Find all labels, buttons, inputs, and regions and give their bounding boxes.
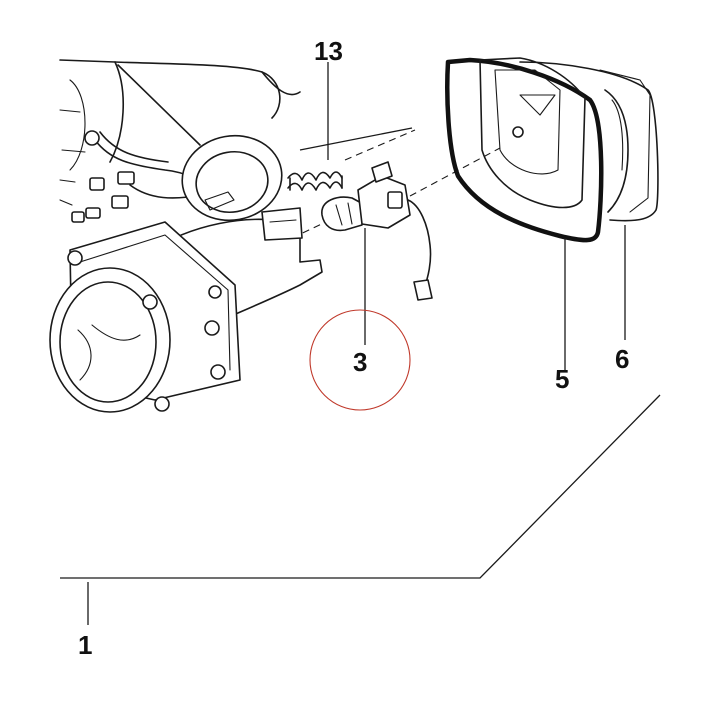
gasket-5: 5 <box>445 57 604 394</box>
callout-13: 13 <box>314 36 343 66</box>
callout-6: 6 <box>615 344 629 374</box>
lamp-body <box>49 207 323 413</box>
assembly-axis-upper <box>344 129 416 161</box>
callout-3: 3 <box>353 347 367 377</box>
pointer-ring <box>299 127 413 151</box>
wiring-harness <box>59 130 216 223</box>
bulb-3 <box>321 161 433 345</box>
retaining-ring <box>181 134 283 222</box>
callout-1: 1 <box>78 630 92 660</box>
assembly-leader-1: 1 <box>60 394 661 660</box>
frame-6: 6 <box>519 61 659 374</box>
callout-5: 5 <box>555 364 569 394</box>
spring-13: 13 <box>287 36 343 191</box>
callout-3-highlight <box>309 309 411 411</box>
upper-housing <box>59 59 301 171</box>
lens-glass <box>479 57 586 209</box>
